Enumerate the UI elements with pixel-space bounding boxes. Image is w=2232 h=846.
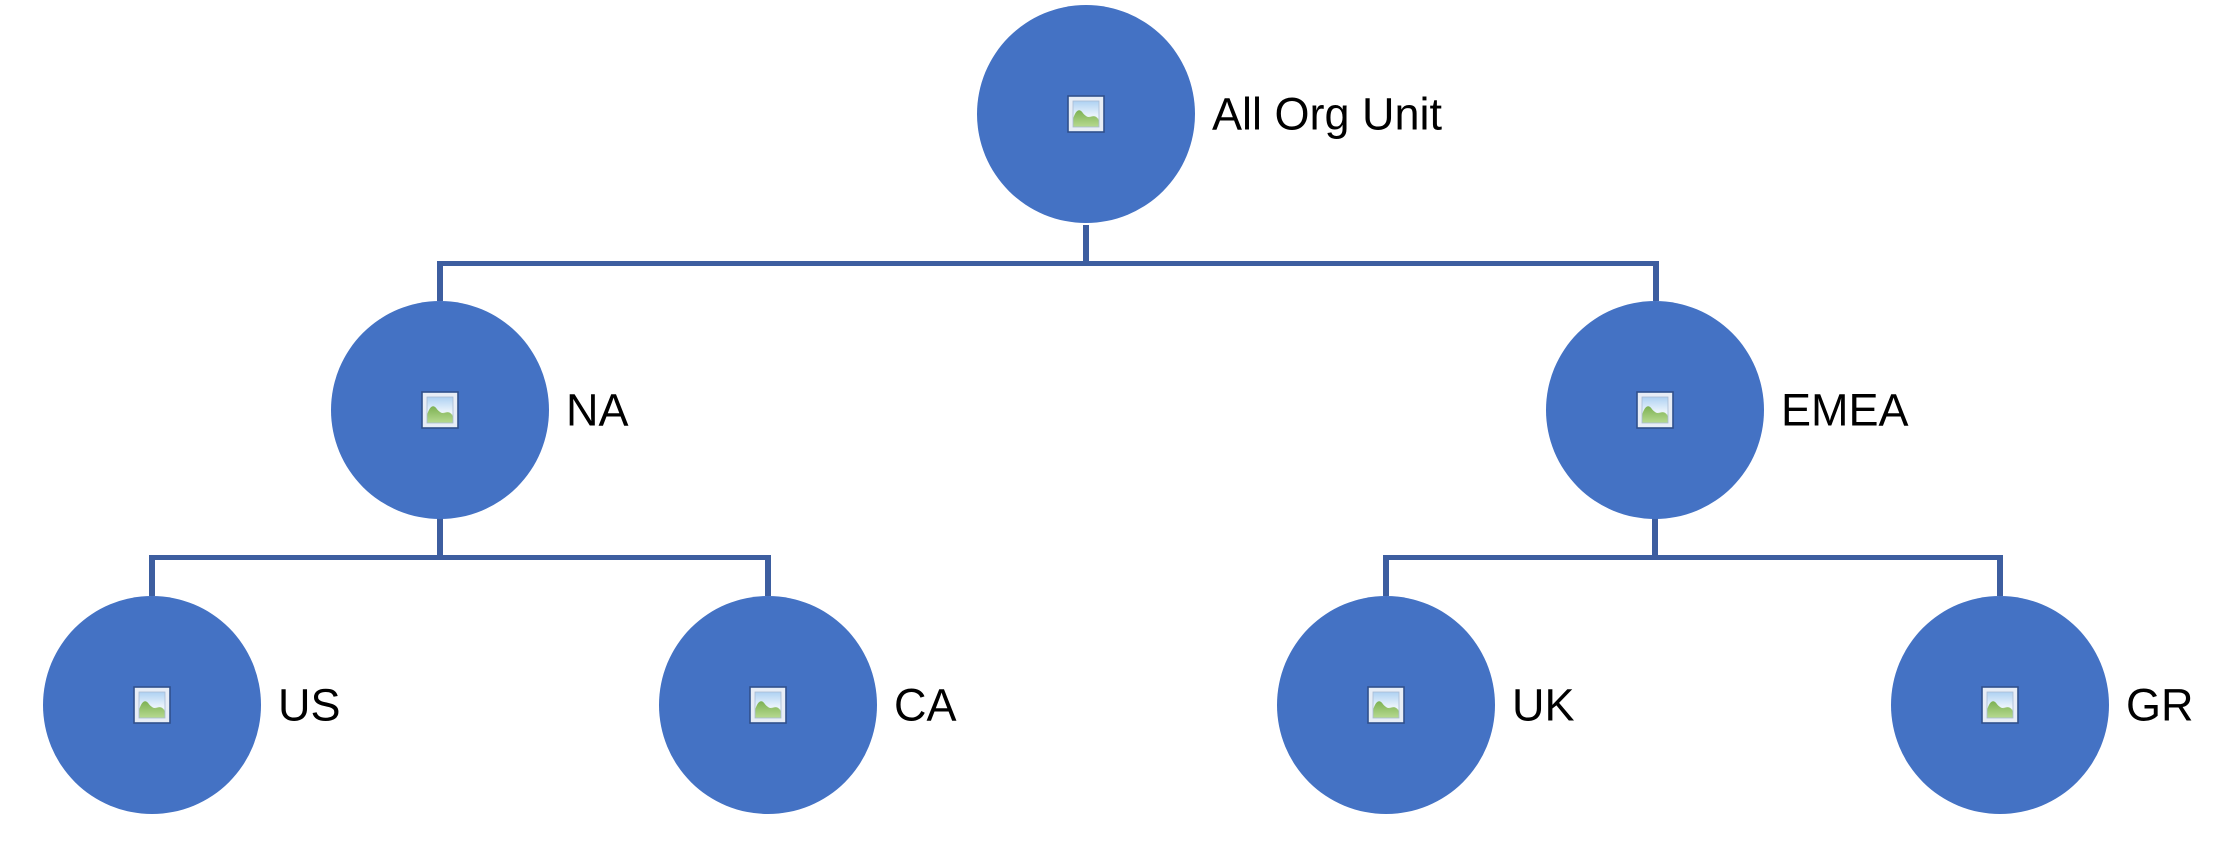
connector-uk-drop (1383, 557, 1389, 596)
node-circle[interactable] (331, 301, 549, 519)
connector-ca-drop (765, 557, 771, 596)
org-node-emea[interactable]: EMEA (1546, 301, 1909, 519)
node-circle[interactable] (1891, 596, 2109, 814)
org-node-us[interactable]: US (43, 596, 341, 814)
connector-na-children-rail (149, 555, 771, 560)
node-label: All Org Unit (1212, 88, 1443, 140)
connector-us-drop (149, 557, 155, 596)
image-placeholder-icon (133, 686, 171, 724)
image-placeholder-icon (1636, 391, 1674, 429)
connector-root-stub (1083, 225, 1089, 263)
connector-level1-rail (437, 261, 1659, 266)
org-node-ca[interactable]: CA (659, 596, 957, 814)
org-node-na[interactable]: NA (331, 301, 629, 519)
org-node-uk[interactable]: UK (1277, 596, 1575, 814)
node-label: NA (566, 384, 629, 436)
node-circle[interactable] (1277, 596, 1495, 814)
connector-gr-drop (1997, 557, 2003, 596)
connector-emea-stub (1652, 517, 1658, 557)
connector-na-drop (437, 263, 443, 301)
image-placeholder-icon (421, 391, 459, 429)
node-circle[interactable] (659, 596, 877, 814)
node-circle[interactable] (1546, 301, 1764, 519)
node-label: UK (1512, 679, 1575, 731)
node-label: CA (894, 679, 957, 731)
connector-na-stub (437, 517, 443, 557)
org-node-gr[interactable]: GR (1891, 596, 2194, 814)
image-placeholder-icon (749, 686, 787, 724)
connector-emea-children-rail (1383, 555, 2003, 560)
node-label: EMEA (1781, 384, 1909, 436)
connector-emea-drop (1653, 263, 1659, 301)
node-circle[interactable] (43, 596, 261, 814)
node-label: GR (2126, 679, 2194, 731)
node-label: US (278, 679, 341, 731)
image-placeholder-icon (1981, 686, 2019, 724)
node-circle[interactable] (977, 5, 1195, 223)
org-node-all-org-unit[interactable]: All Org Unit (977, 5, 1442, 223)
image-placeholder-icon (1067, 95, 1105, 133)
image-placeholder-icon (1367, 686, 1405, 724)
